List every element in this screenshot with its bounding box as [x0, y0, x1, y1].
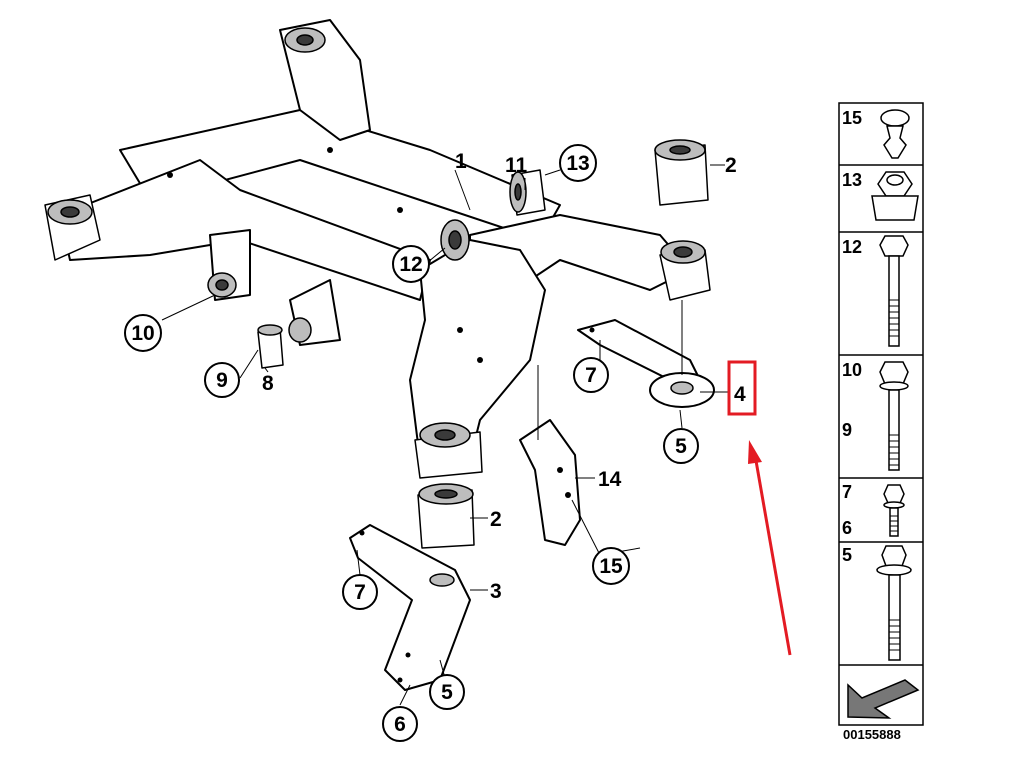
- nut-icon: [871, 171, 919, 221]
- svg-text:4: 4: [734, 383, 746, 406]
- long-bolt-icon: [879, 235, 909, 347]
- callout-10: 10: [124, 314, 162, 352]
- callout-5-bottom: 5: [429, 674, 465, 710]
- loose-bushing-11: [509, 169, 546, 216]
- callout-8: 8: [262, 372, 274, 395]
- loose-rubber-9: [257, 324, 284, 369]
- svg-text:7: 7: [354, 581, 366, 604]
- frame-bushings: [47, 27, 711, 479]
- callout-1: 1: [455, 150, 467, 173]
- callout-15: 15: [592, 547, 630, 585]
- callout-2-bottom: 2: [490, 508, 502, 531]
- svg-text:13: 13: [842, 170, 862, 190]
- callout-13: 13: [559, 144, 597, 182]
- red-annotation-arrow: [748, 440, 792, 656]
- direction-arrow-icon: [847, 679, 920, 719]
- svg-text:13: 13: [566, 152, 589, 175]
- loose-bushing-2-top: [654, 139, 709, 206]
- callout-6: 6: [382, 706, 418, 742]
- callout-7-right: 7: [573, 357, 609, 393]
- svg-text:12: 12: [842, 237, 862, 257]
- legend-row-13: 13: [842, 170, 919, 221]
- svg-text:6: 6: [842, 518, 852, 538]
- svg-text:7: 7: [842, 482, 852, 502]
- callout-5-right: 5: [663, 428, 699, 464]
- svg-text:5: 5: [675, 435, 687, 458]
- callout-4-highlighted: 4: [727, 360, 757, 416]
- svg-text:15: 15: [599, 555, 623, 578]
- bracket-3-bottom: [349, 524, 471, 691]
- rear-subframe-drawing: [44, 19, 691, 546]
- svg-text:5: 5: [441, 681, 453, 704]
- push-clip-icon: [880, 109, 910, 159]
- legend-row-15: 15: [842, 108, 910, 159]
- svg-text:5: 5: [842, 545, 852, 565]
- washer-4: [649, 372, 715, 408]
- svg-text:9: 9: [842, 420, 852, 440]
- svg-text:2: 2: [490, 508, 502, 531]
- callout-12: 12: [392, 245, 430, 283]
- callout-9: 9: [204, 362, 240, 398]
- callout-14: 14: [598, 468, 622, 491]
- callout-2-top: 2: [725, 154, 737, 177]
- svg-text:3: 3: [490, 580, 502, 603]
- legend-row-7-6: 7 6: [842, 482, 905, 538]
- svg-text:7: 7: [585, 364, 597, 387]
- bolt-icon: [879, 361, 909, 471]
- legend-row-10-9: 10 9: [842, 360, 909, 471]
- svg-text:11: 11: [505, 154, 528, 177]
- fastener-legend: 15 13 12 10 9: [838, 102, 924, 726]
- svg-text:2: 2: [725, 154, 737, 177]
- legend-row-12: 12: [842, 235, 909, 347]
- svg-text:10: 10: [131, 322, 154, 345]
- short-bolt-icon: [883, 484, 905, 537]
- legend-row-5: 5: [842, 545, 912, 661]
- callout-11: 11: [505, 154, 528, 177]
- callout-7-bottom: 7: [342, 574, 378, 610]
- loose-bushing-2-bottom: [417, 483, 475, 549]
- diagram-id-label: 00155888: [843, 727, 901, 742]
- svg-text:14: 14: [598, 468, 622, 491]
- svg-text:6: 6: [394, 713, 406, 736]
- svg-text:9: 9: [216, 369, 228, 392]
- svg-text:12: 12: [399, 253, 422, 276]
- svg-text:8: 8: [262, 372, 274, 395]
- svg-text:10: 10: [842, 360, 862, 380]
- svg-text:15: 15: [842, 108, 862, 128]
- callout-3: 3: [490, 580, 502, 603]
- flange-bolt-icon: [876, 545, 912, 661]
- svg-text:1: 1: [455, 150, 467, 173]
- svg-text:00155888: 00155888: [843, 727, 901, 742]
